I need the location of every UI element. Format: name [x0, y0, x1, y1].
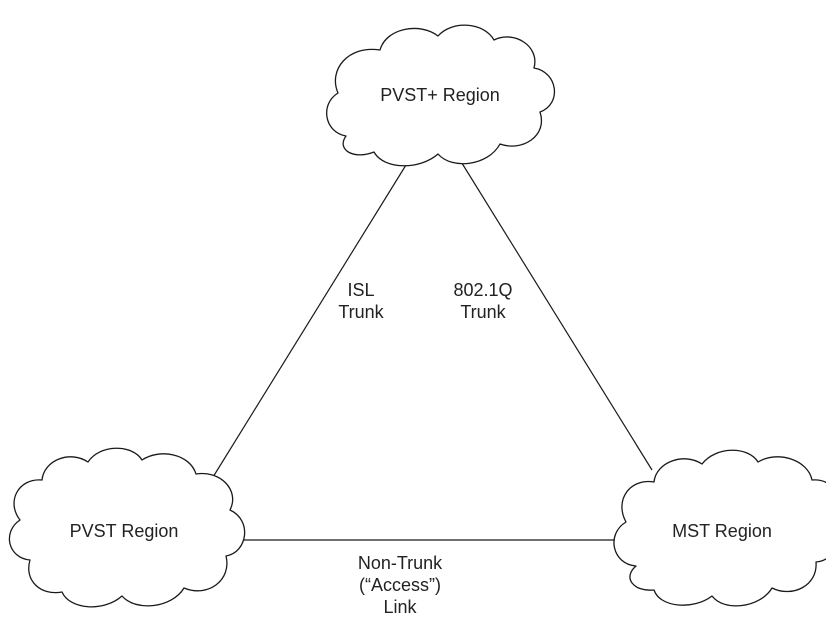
dot1q-trunk-label: 802.1Q Trunk: [453, 279, 512, 323]
dot1q-text: 802.1Q: [453, 280, 513, 300]
dot1q-trunk-text: Trunk: [460, 302, 506, 322]
isl-trunk-text: Trunk: [338, 302, 384, 322]
isl-text: ISL: [347, 280, 375, 300]
access-text: (“Access”): [358, 575, 441, 595]
non-trunk-text: Non-Trunk: [357, 553, 443, 573]
mst-region-cloud: [613, 449, 826, 607]
isl-trunk-link: [204, 164, 407, 491]
pvst-plus-region-cloud: [326, 24, 556, 167]
link-text: Link: [383, 597, 417, 617]
dot1q-trunk-link: [459, 159, 653, 471]
pvst-region-cloud: [8, 447, 246, 608]
isl-trunk-label: ISL Trunk: [338, 279, 383, 323]
pvst-plus-region-label: PVST+ Region: [380, 85, 500, 105]
pvst-region-label: PVST Region: [69, 521, 179, 541]
mst-region-label: MST Region: [672, 521, 772, 541]
non-trunk-access-label: Non-Trunk (“Access”) Link: [358, 552, 442, 618]
